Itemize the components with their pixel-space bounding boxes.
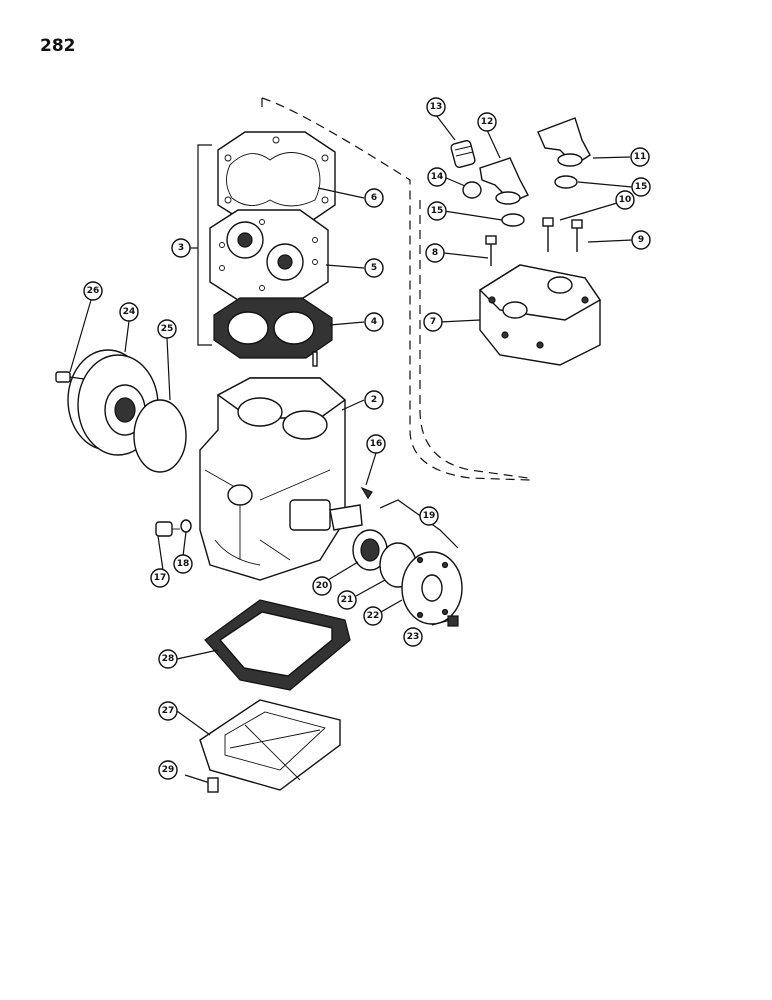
svg-text:5: 5 <box>371 263 377 273</box>
svg-text:16: 16 <box>370 439 383 449</box>
compressor-body-2 <box>199 377 363 581</box>
callout-15-upper: 15 <box>631 177 651 197</box>
bolt-23 <box>431 615 459 627</box>
svg-text:26: 26 <box>87 286 100 296</box>
svg-text:12: 12 <box>481 117 494 127</box>
bolt-29 <box>184 774 219 793</box>
callout-19: 19 <box>419 506 439 526</box>
bracket-3 <box>197 144 212 346</box>
svg-text:23: 23 <box>407 632 420 642</box>
o-ring-15b <box>501 213 525 227</box>
callout-20: 20 <box>312 576 332 596</box>
seal-plate-22 <box>401 551 463 625</box>
connector-13 <box>450 140 476 168</box>
assembly-boundary-line-right <box>419 200 529 479</box>
svg-text:8: 8 <box>432 248 438 258</box>
bolt-10 <box>542 217 554 252</box>
svg-text:13: 13 <box>430 102 443 112</box>
svg-text:21: 21 <box>341 595 354 605</box>
callout-9: 9 <box>631 230 651 250</box>
plug-17 <box>155 521 180 537</box>
svg-text:28: 28 <box>162 654 175 664</box>
assembly-boundary-line <box>261 97 531 481</box>
svg-text:6: 6 <box>371 193 377 203</box>
svg-text:27: 27 <box>162 706 175 716</box>
callout-7: 7 <box>423 312 443 332</box>
callout-12: 12 <box>477 112 497 132</box>
callout-4: 4 <box>364 312 384 332</box>
svg-text:11: 11 <box>634 152 647 162</box>
callout-26: 26 <box>83 281 103 301</box>
gasket-28 <box>204 599 351 691</box>
callout-15-lower: 15 <box>427 201 447 221</box>
svg-text:22: 22 <box>367 611 380 621</box>
callout-6: 6 <box>364 188 384 208</box>
callout-13: 13 <box>426 97 446 117</box>
svg-text:14: 14 <box>431 172 444 182</box>
callout-11: 11 <box>630 147 650 167</box>
callout-2: 2 <box>364 390 384 410</box>
callout-5: 5 <box>364 258 384 278</box>
callout-14: 14 <box>427 167 447 187</box>
bottom-cover-27 <box>199 699 341 791</box>
callout-10: 10 <box>615 190 635 210</box>
svg-text:3: 3 <box>178 243 184 253</box>
callout-16: 16 <box>366 434 386 454</box>
page-number: 282 <box>40 36 76 56</box>
svg-text:17: 17 <box>154 573 167 583</box>
callout-23: 23 <box>403 627 423 647</box>
fitting-12 <box>479 157 529 205</box>
valve-plate-5 <box>209 209 329 301</box>
cap-14 <box>462 181 482 199</box>
callout-3: 3 <box>171 238 191 258</box>
callout-24: 24 <box>119 302 139 322</box>
bolt-8 <box>485 235 497 266</box>
callout-28: 28 <box>158 649 178 669</box>
callout-21: 21 <box>337 590 357 610</box>
svg-text:29: 29 <box>162 765 175 775</box>
callout-29: 29 <box>158 760 178 780</box>
svg-text:18: 18 <box>177 559 190 569</box>
svg-text:19: 19 <box>423 511 436 521</box>
svg-text:10: 10 <box>619 195 632 205</box>
bracket-19 <box>379 499 459 549</box>
svg-text:2: 2 <box>371 395 377 405</box>
cylinder-head-7 <box>478 264 602 366</box>
gasket-4 <box>213 297 333 359</box>
svg-text:15: 15 <box>635 182 648 192</box>
callout-27: 27 <box>158 701 178 721</box>
svg-text:15: 15 <box>431 206 444 216</box>
svg-text:24: 24 <box>123 307 136 317</box>
dowel-pin <box>312 351 318 367</box>
o-ring-15a <box>554 175 578 189</box>
o-ring-25 <box>133 399 187 473</box>
callout-25: 25 <box>157 319 177 339</box>
svg-text:20: 20 <box>316 581 329 591</box>
callout-18: 18 <box>173 554 193 574</box>
callout-22: 22 <box>363 606 383 626</box>
callout-8: 8 <box>425 243 445 263</box>
svg-text:7: 7 <box>430 317 436 327</box>
washer-18 <box>180 519 192 533</box>
fitting-11 <box>537 117 591 167</box>
svg-text:9: 9 <box>638 235 644 245</box>
leader-lines <box>69 114 633 736</box>
end-plate-24 <box>67 349 159 456</box>
callout-17: 17 <box>150 568 170 588</box>
bolt-9 <box>571 219 583 252</box>
svg-text:25: 25 <box>161 324 174 334</box>
screw-26 <box>55 371 85 383</box>
gasket-6 <box>217 131 336 223</box>
svg-text:4: 4 <box>371 317 377 327</box>
key-16 <box>360 486 373 500</box>
